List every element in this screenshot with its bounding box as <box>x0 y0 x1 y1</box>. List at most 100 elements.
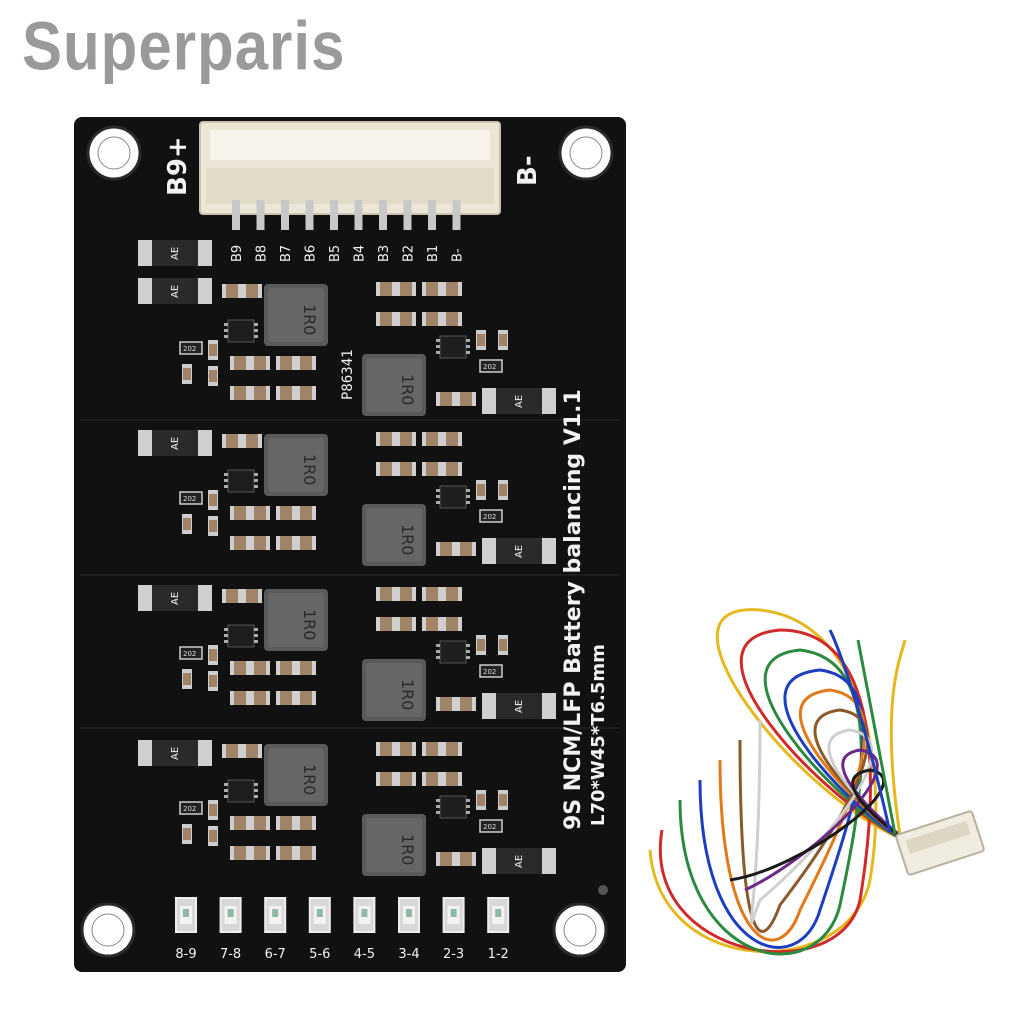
capacitor <box>250 386 270 400</box>
capacitor-pair <box>276 846 316 860</box>
pin-label: B6 <box>304 245 319 262</box>
inductor: 1R0 <box>362 504 426 566</box>
connector-pin <box>403 200 412 230</box>
small-component <box>182 364 192 384</box>
capacitor <box>376 282 396 296</box>
capacitor-pair <box>422 772 462 786</box>
svg-text:1R0: 1R0 <box>300 764 319 795</box>
small-component <box>208 516 218 536</box>
small-component <box>182 514 192 534</box>
label-b-minus: B- <box>513 155 543 186</box>
resistor: 202 <box>179 491 203 505</box>
inductor: 1R0 <box>362 659 426 721</box>
pin-label: B3 <box>377 245 392 262</box>
mounting-holes <box>80 125 614 958</box>
svg-text:202: 202 <box>483 823 496 831</box>
capacitor-pair <box>422 587 462 601</box>
svg-text:AE: AE <box>170 592 181 605</box>
capacitor-pair <box>276 536 316 550</box>
capacitor <box>276 536 296 550</box>
capacitor-pair <box>422 742 462 756</box>
capacitor-pair <box>230 846 270 860</box>
brand-watermark: Superparis <box>22 7 346 85</box>
capacitor <box>250 661 270 675</box>
capacitor-pair <box>230 386 270 400</box>
svg-text:AE: AE <box>170 285 181 298</box>
svg-text:1R0: 1R0 <box>398 524 417 555</box>
connector-pin <box>281 200 289 230</box>
status-led <box>487 897 510 933</box>
capacitor <box>436 542 456 556</box>
pin-label: B9 <box>230 245 245 262</box>
capacitor <box>396 742 416 756</box>
capacitor <box>422 617 442 631</box>
connector-pin <box>428 200 436 230</box>
capacitor <box>396 462 416 476</box>
capacitor <box>442 742 462 756</box>
ic-chip <box>224 779 258 803</box>
diode: AE <box>482 693 556 719</box>
capacitor <box>436 697 456 711</box>
capacitor <box>250 816 270 830</box>
capacitor <box>422 587 442 601</box>
small-component <box>498 330 508 350</box>
small-component <box>208 340 218 360</box>
pin-label: B- <box>451 248 466 262</box>
capacitor <box>250 691 270 705</box>
small-component <box>208 645 218 665</box>
svg-text:AE: AE <box>514 855 525 868</box>
capacitor-pair <box>376 617 416 631</box>
connector-pin <box>354 200 363 230</box>
capacitor <box>276 846 296 860</box>
capacitor-pair <box>376 772 416 786</box>
led-label: 5-6 <box>309 947 330 962</box>
label-b9-plus: B9+ <box>163 136 193 196</box>
small-component <box>476 480 486 500</box>
led-label: 3-4 <box>398 947 419 962</box>
capacitor <box>422 432 442 446</box>
svg-text:1R0: 1R0 <box>300 454 319 485</box>
connector-pin <box>256 200 265 230</box>
capacitor <box>242 744 262 758</box>
capacitor <box>242 589 262 603</box>
capacitor <box>456 852 476 866</box>
diode: AE <box>482 848 556 874</box>
small-component <box>208 366 218 386</box>
svg-text:1R0: 1R0 <box>398 679 417 710</box>
capacitor <box>230 691 250 705</box>
capacitor-pair <box>276 661 316 675</box>
diode: AE <box>482 538 556 564</box>
balance-cable <box>648 608 930 956</box>
status-led <box>175 897 197 933</box>
small-component <box>476 790 486 810</box>
capacitor-pair <box>276 816 316 830</box>
svg-text:AE: AE <box>514 545 525 558</box>
capacitor <box>296 536 316 550</box>
pin-label: B4 <box>353 245 368 262</box>
capacitor <box>276 661 296 675</box>
small-component <box>498 480 508 500</box>
capacitor <box>442 617 462 631</box>
connector-pin <box>232 200 240 230</box>
capacitor-pair <box>276 506 316 520</box>
svg-text:202: 202 <box>183 345 196 353</box>
capacitor <box>422 312 442 326</box>
capacitor <box>422 742 442 756</box>
pin-label: B5 <box>328 245 343 262</box>
capacitor-pair <box>376 282 416 296</box>
resistor: 202 <box>179 646 203 660</box>
led-label: 2-3 <box>443 947 464 962</box>
capacitor <box>250 506 270 520</box>
capacitor-pair <box>422 282 462 296</box>
svg-text:AE: AE <box>170 747 181 760</box>
capacitor-pair <box>376 742 416 756</box>
capacitor <box>276 506 296 520</box>
small-component <box>182 669 192 689</box>
small-component <box>208 800 218 820</box>
capacitor <box>250 536 270 550</box>
pin-label: B8 <box>255 245 270 262</box>
small-component <box>476 635 486 655</box>
capacitor <box>222 589 242 603</box>
svg-text:1R0: 1R0 <box>398 834 417 865</box>
capacitor <box>376 462 396 476</box>
